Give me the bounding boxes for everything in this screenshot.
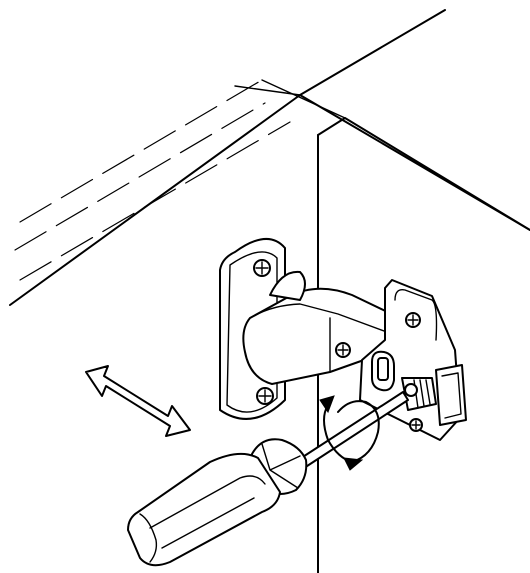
dashed-line-2 [14,102,266,251]
handle-facet-1 [149,475,266,529]
rotation-arrowhead-bottom [343,457,364,471]
rotation-arrowhead-top [319,395,335,414]
mounting-plate-inner [226,251,278,413]
handle-facet-2 [161,497,255,549]
slot-inner [377,357,389,381]
cabinet-side-top-edge [317,117,530,231]
screw-icon [253,259,271,277]
door-inner-edge [234,85,301,96]
handle-end-cap [139,513,158,563]
screwdriver-icon [127,391,409,567]
hinge-arm-body [242,287,401,385]
bracket-right-wing-detail [441,372,462,419]
hidden-door-lines [14,79,291,281]
hinge-icon [242,270,401,385]
screw-icon [335,342,351,358]
ferrule-hex-detail [261,443,301,489]
rotation-arc [337,400,380,463]
screwdriver-shaft [294,391,409,471]
adjustment-screw-head [404,383,418,397]
hinge-clip [269,270,306,301]
screw-icon [256,387,274,405]
bracket-wing-upper [394,289,438,341]
hinge-arm-top-face [249,303,396,336]
screw-icon [409,418,423,432]
screw-icon [405,312,421,328]
double-arrow-icon [85,365,191,437]
rotation-arrow-icon [319,395,380,471]
double-arrow-shape [85,365,191,437]
door-edge-line [261,79,346,119]
dashed-line-3 [19,121,291,281]
screwdriver-handle [127,452,281,567]
dashed-line-1 [19,79,263,223]
